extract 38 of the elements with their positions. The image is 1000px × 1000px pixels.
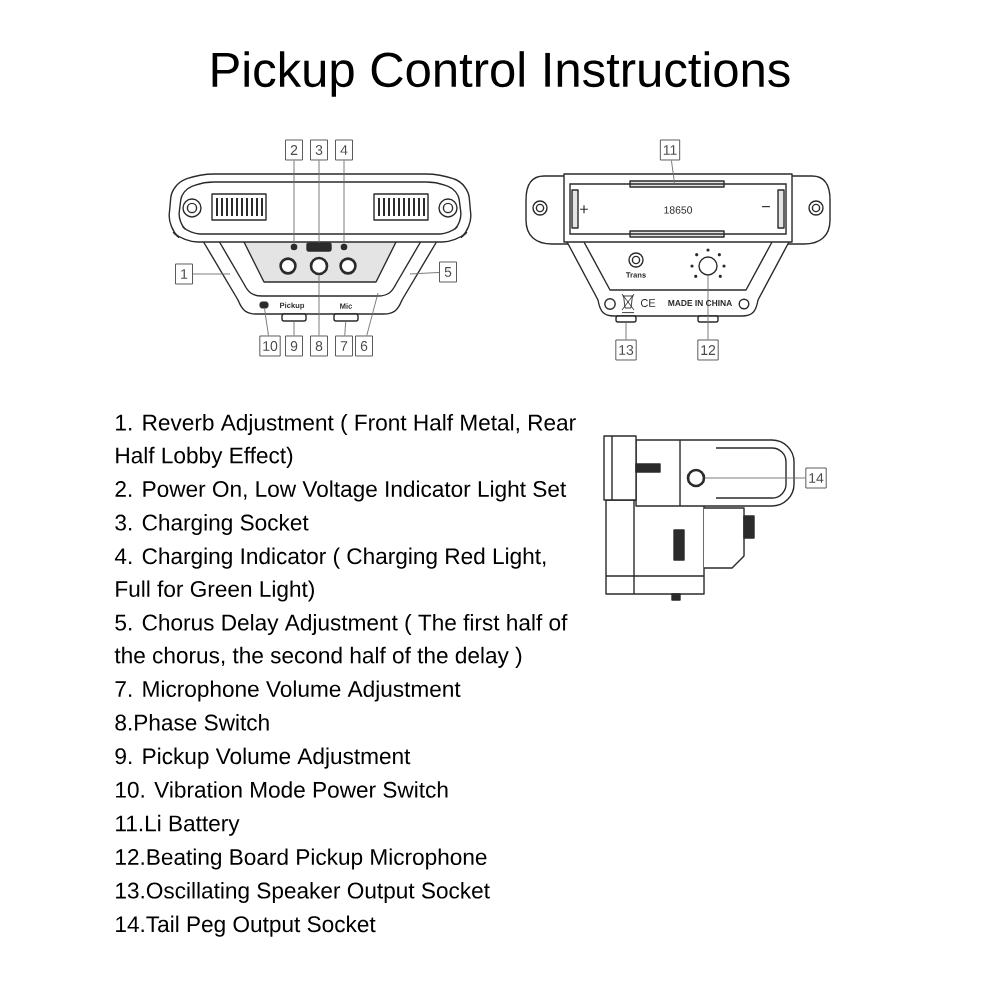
list-item: 8.Phase Switch: [115, 714, 269, 731]
leader-line: [343, 160, 345, 245]
leader-line: [409, 272, 440, 275]
roller-knob: [281, 313, 307, 322]
slide-switch: [259, 301, 269, 309]
list-item: 5. Chorus Delay Adjustment ( The first half of the chorus, the second half of the delay ): [114, 614, 568, 668]
list-item: 2. Power On, Low Voltage Indicator Light Set: [115, 480, 567, 502]
leader-line: [704, 477, 806, 479]
roller-knob: [333, 313, 359, 322]
list-item: 14.Tail Peg Output Socket: [116, 915, 376, 937]
leader-line: [707, 275, 709, 340]
leader-line: [293, 321, 295, 336]
leader-line: [264, 308, 269, 336]
leader-line: [318, 160, 320, 243]
indicator-light: [340, 243, 348, 251]
charging-port: [306, 242, 332, 252]
list-item: 3. Charging Socket: [115, 514, 309, 536]
indicator-light: [290, 243, 298, 251]
title: Pickup Control Instructions: [212, 51, 790, 97]
output-socket: [615, 315, 637, 323]
list-item: 10. Vibration Mode Power Switch: [116, 781, 448, 798]
list-item: 12.Beating Board Pickup Microphone: [116, 848, 487, 870]
list-item: 11.Li Battery: [116, 814, 240, 836]
leader-line: [293, 160, 295, 245]
leader-line: [318, 274, 320, 336]
jack-socket: [686, 468, 706, 488]
knob: [309, 256, 329, 276]
list-item: 13.Oscillating Speaker Output Socket: [116, 882, 490, 904]
list-item: 9. Pickup Volume Adjustment: [115, 747, 411, 769]
leader-line: [344, 321, 347, 336]
leader-line: [366, 292, 379, 336]
leader-line: [192, 273, 231, 275]
microphone-hole: [698, 256, 718, 276]
list-item: 4. Charging Indicator ( Charging Red Light, Full for Green Light): [114, 547, 546, 602]
leader-line: [670, 160, 675, 184]
list-item: 1. Reverb Adjustment ( Front Half Metal, Rear Half Lobby Effect): [116, 414, 576, 468]
leader-line: [625, 322, 627, 340]
list-item: 7. Microphone Volume Adjustment: [115, 680, 461, 702]
